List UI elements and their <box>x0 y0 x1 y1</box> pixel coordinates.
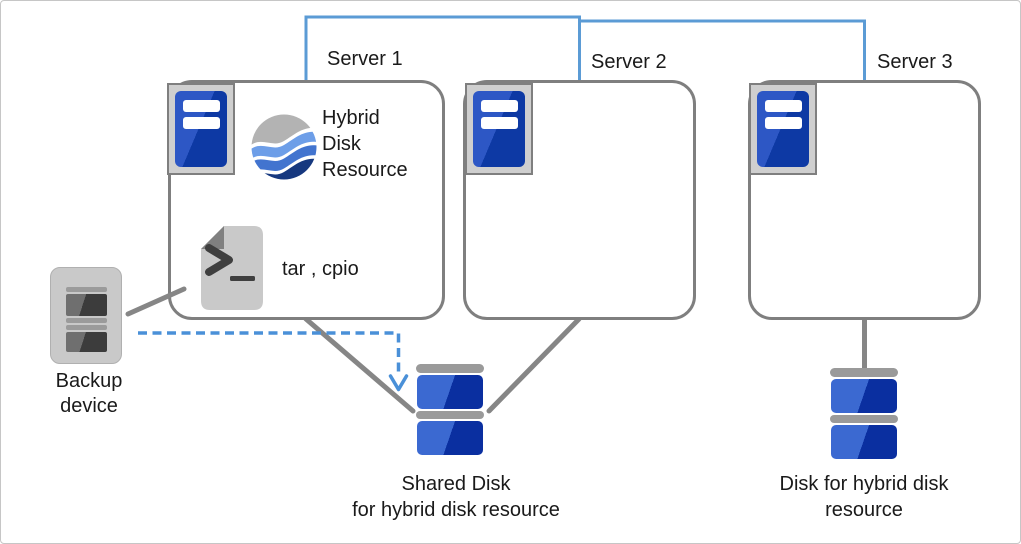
server-slot-bar <box>183 100 220 112</box>
disk-platter <box>831 379 897 413</box>
shared-disk-label-line: for hybrid disk resource <box>352 499 560 521</box>
server1-label: Server 1 <box>327 48 403 70</box>
hybrid-disk-resource-icon <box>251 114 317 180</box>
drive-slot <box>66 294 107 316</box>
server2-server-icon <box>465 83 533 175</box>
shared-disk-label-line: Shared Disk <box>401 473 511 495</box>
disk-cap <box>830 415 898 423</box>
disk-platter <box>831 425 897 459</box>
drive-tray-bar <box>66 318 107 323</box>
tape-drive-slots <box>66 287 107 354</box>
server-chassis <box>473 91 525 167</box>
hybrid-disk-label: Disk for hybrid disk resource <box>764 471 964 523</box>
drive-slot <box>66 332 107 352</box>
disk-cap <box>416 411 484 419</box>
connector-server1-shared-disk <box>303 316 416 414</box>
server-chassis <box>175 91 227 167</box>
hybrid-disk-resource-label: Hybrid Disk Resource <box>322 105 408 183</box>
drive-tray-bar <box>66 287 107 292</box>
backup-device-icon <box>50 267 122 364</box>
disk-cap <box>416 364 484 373</box>
interconnect-line-server2-server3 <box>579 19 866 83</box>
hybrid-disk-label-line: resource <box>825 499 903 521</box>
backup-device-label: Backup device <box>37 369 141 419</box>
hybrid-disk-icon <box>830 368 898 461</box>
server1-server-icon <box>167 83 235 175</box>
hybrid-disk-resource-label-line: Resource <box>322 159 408 181</box>
server-slot-bar <box>481 100 518 112</box>
server-slot-bar <box>765 117 802 129</box>
backup-device-label-line: Backup <box>55 370 123 392</box>
backup-device-label-line: device <box>60 395 118 417</box>
server3-label: Server 3 <box>877 51 953 73</box>
terminal-file-icon <box>201 226 263 310</box>
server-slot-bar <box>765 100 802 112</box>
shared-disk-icon <box>416 364 484 457</box>
server2-label: Server 2 <box>591 51 667 73</box>
server-chassis <box>757 91 809 167</box>
disk-platter <box>417 421 483 455</box>
server3-server-icon <box>749 83 817 175</box>
server2-box <box>463 80 696 320</box>
backup-commands-label: tar , cpio <box>282 258 359 280</box>
hybrid-disk-resource-label-line: Hybrid <box>322 107 380 129</box>
disk-platter <box>417 375 483 409</box>
drive-tray-bar <box>66 325 107 330</box>
shared-disk-label: Shared Disk for hybrid disk resource <box>331 471 581 523</box>
disk-cap <box>830 368 898 377</box>
hybrid-disk-label-line: Disk for hybrid disk <box>779 473 949 495</box>
connector-server2-shared-disk <box>486 316 582 414</box>
hybrid-disk-resource-label-line: Disk <box>322 133 361 155</box>
interconnect-line-server1-server2 <box>304 15 581 83</box>
server-slot-bar <box>183 117 220 129</box>
server-slot-bar <box>481 117 518 129</box>
